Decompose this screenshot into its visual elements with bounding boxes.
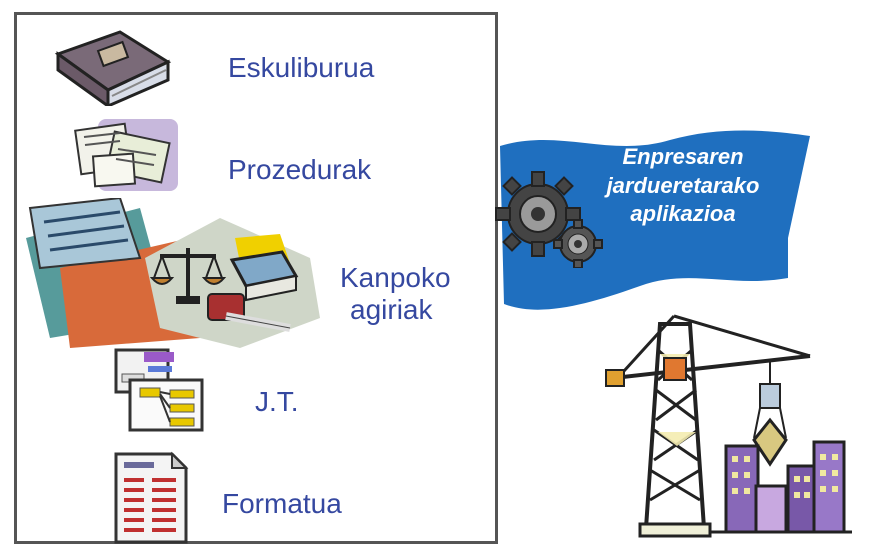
prozedurak-label: Prozedurak xyxy=(228,154,372,185)
kanpoko-agiriak-label-line1: Kanpoko xyxy=(340,262,451,293)
legal-documents-icon xyxy=(26,198,320,348)
banner-line-2: jardueretarako xyxy=(606,172,760,198)
kanpoko-agiriak-label-line2: agiriak xyxy=(350,294,433,325)
jt-label: J.T. xyxy=(255,386,299,417)
banner-text: Enpresaren jardueretarako aplikazioa xyxy=(578,143,788,229)
construction-crane-icon xyxy=(605,314,852,538)
book-icon xyxy=(54,30,172,106)
form-icon xyxy=(114,451,189,544)
banner-line-3: aplikazioa xyxy=(630,201,736,227)
documents-icon xyxy=(74,119,178,191)
formatua-label: Formatua xyxy=(222,488,342,519)
eskuliburua-label: Eskuliburua xyxy=(228,52,375,83)
gears-icon xyxy=(495,171,603,268)
workflow-icon xyxy=(114,348,204,432)
banner-line-1: Enpresaren xyxy=(622,144,744,169)
